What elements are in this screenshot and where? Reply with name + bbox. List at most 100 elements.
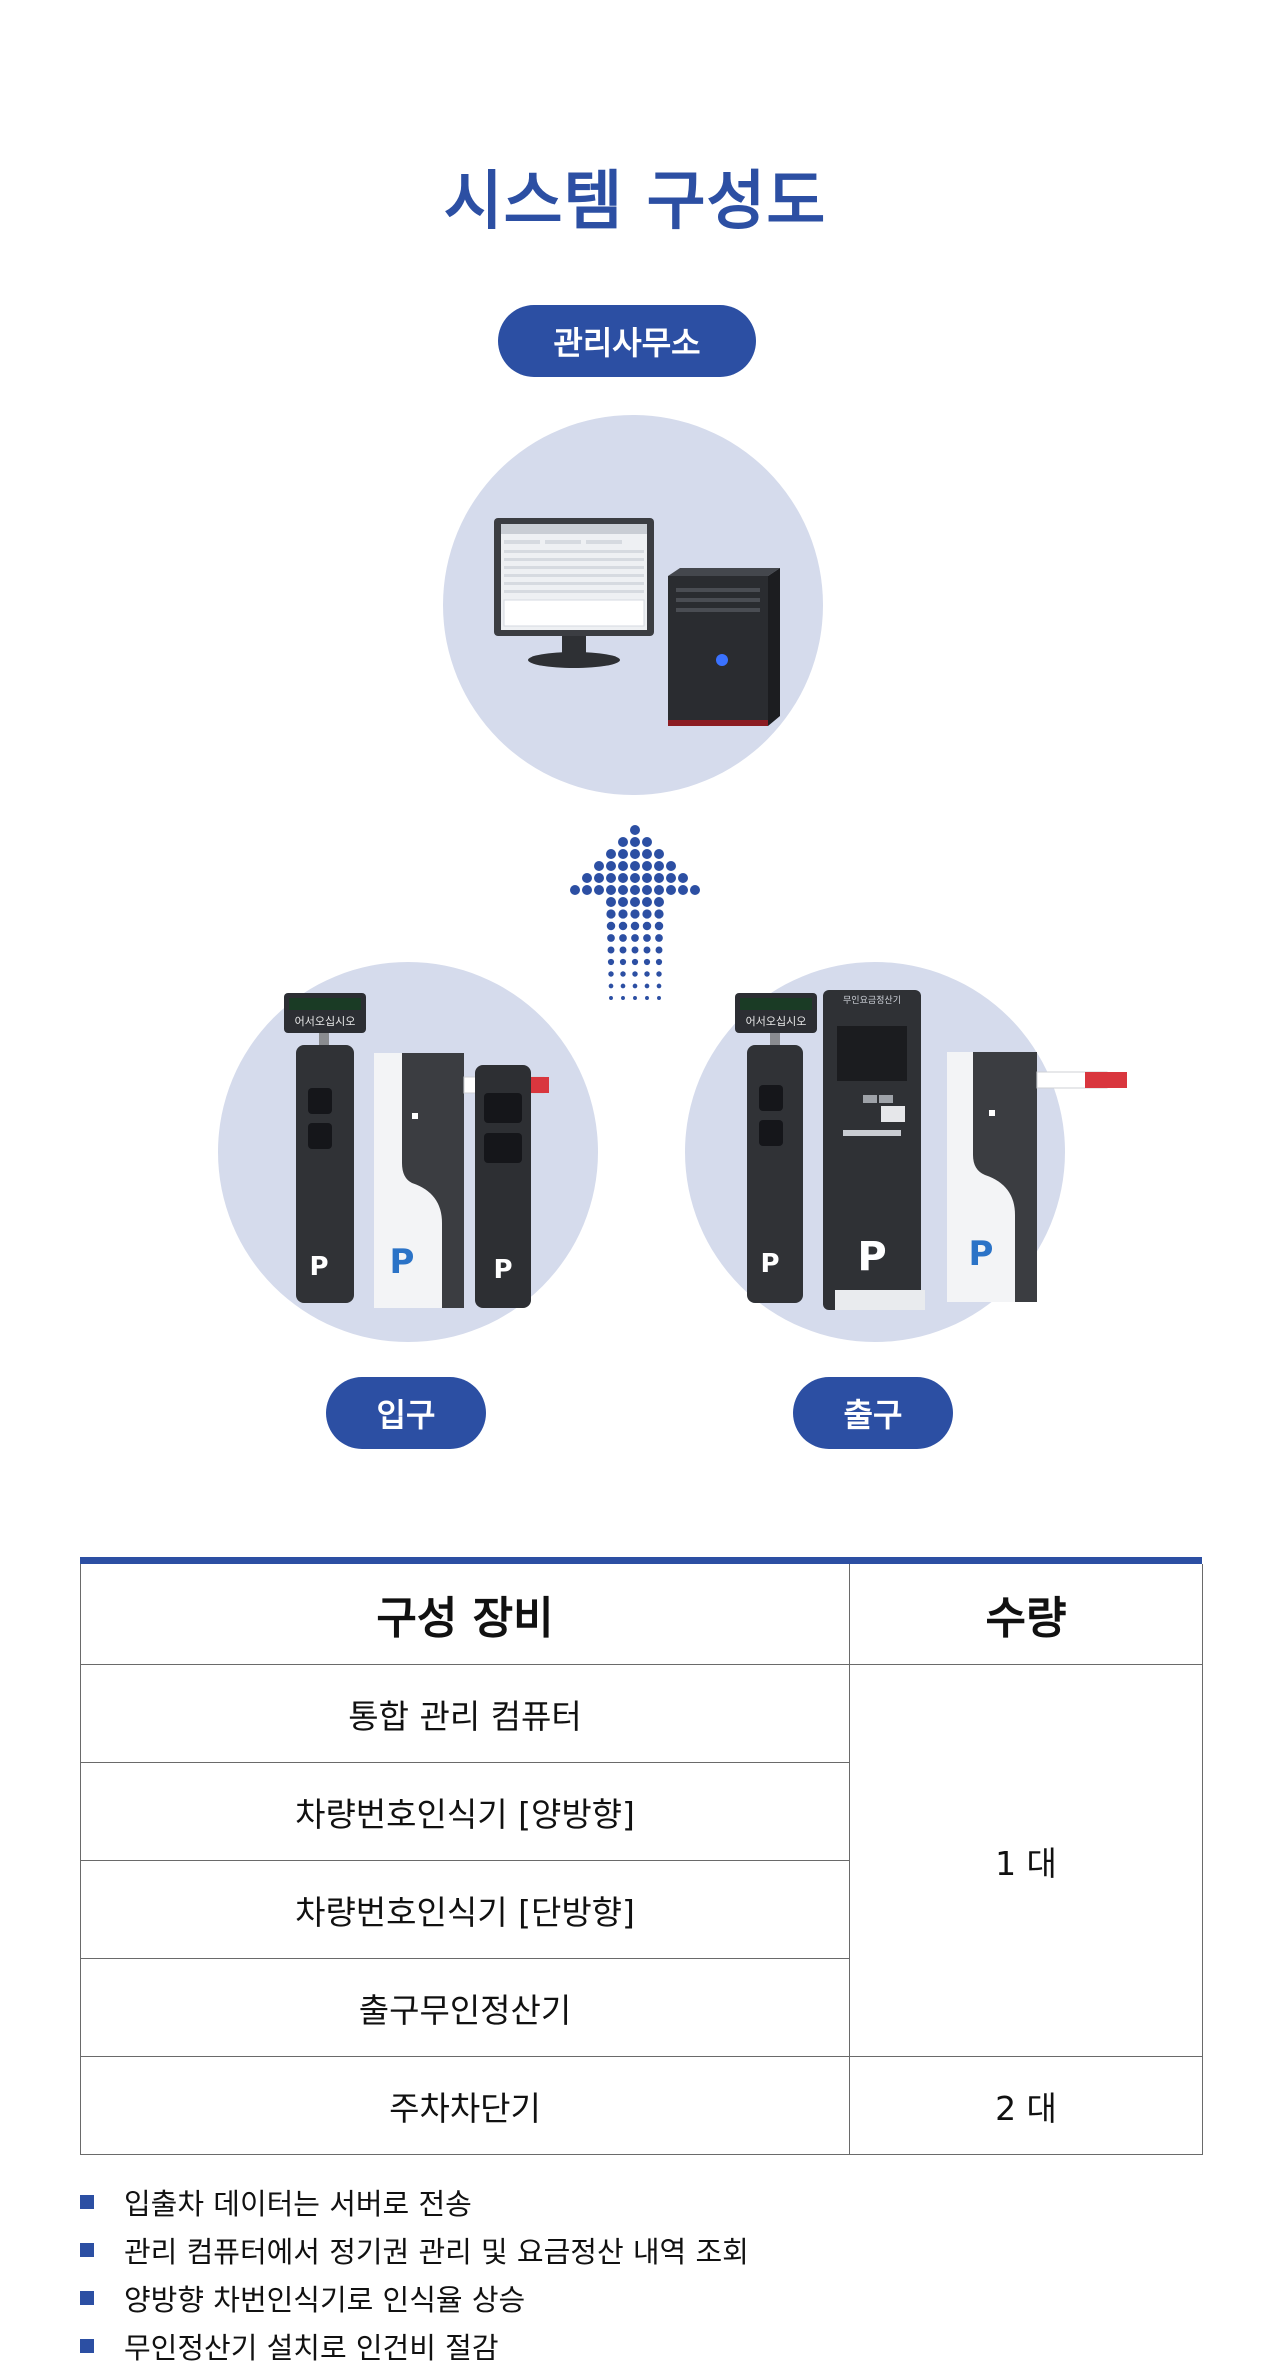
arrow-dot [606,921,616,931]
note-text: 관리 컴퓨터에서 정기권 관리 및 요금정산 내역 조회 [124,2235,749,2269]
equipment-cell: 차량번호인식기 [단방향] [80,1860,850,1959]
arrow-dot [594,861,604,871]
arrow-dot [582,873,592,883]
entrance-equipment-illustration: 어서오십시오 P P P [284,993,549,1308]
arrow-dot [643,934,651,942]
arrow-dot [630,849,640,859]
arrow-dot [606,861,616,871]
arrow-dot [654,849,664,859]
kiosk-header-text: 무인요금정산기 [843,995,901,1006]
arrow-dot [654,909,664,919]
arrow-dot [570,885,580,895]
note-text: 입출차 데이터는 서버로 전송 [124,2187,472,2221]
svg-text:P: P [493,1255,512,1285]
arrow-dot [630,909,640,919]
arrow-dot [618,873,628,883]
quantity-cell: 2 대 [849,2056,1203,2155]
arrow-dot [594,885,604,895]
arrow-dot [654,873,664,883]
note-item: 관리 컴퓨터에서 정기권 관리 및 요금정산 내역 조회 [80,2226,1190,2274]
arrow-dot [630,885,640,895]
arrow-dot [642,921,652,931]
header-equipment: 구성 장비 [80,1564,850,1665]
arrow-dot [630,861,640,871]
table-row: 통합 관리 컴퓨터 1 대 [80,1664,1203,2057]
arrow-dot [606,849,616,859]
arrow-dot [618,885,628,895]
page-title: 시스템 구성도 [443,165,827,239]
arrow-dot [632,983,638,989]
arrow-dot [642,909,652,919]
arrow-dot [618,909,628,919]
arrow-dot [607,958,615,966]
arrow-dot [621,996,625,1000]
arrow-dot [690,885,700,895]
svg-text:P: P [309,1252,328,1282]
table-row: 출구무인정산기 [80,1958,1203,2057]
arrow-dot [666,861,676,871]
arrow-dot [642,897,652,907]
arrow-dot [655,958,663,966]
arrow-dot [618,897,628,907]
arrow-dot [620,971,626,977]
feature-notes: 입출차 데이터는 서버로 전송 관리 컴퓨터에서 정기권 관리 및 요금정산 내… [80,2178,1190,2370]
arrow-dot [633,996,637,1000]
arrow-dot [678,873,688,883]
entrance-label: 입구 [326,1377,486,1449]
lpr-display-text: 어서오십시오 [295,1015,356,1028]
arrow-dot [643,946,651,954]
arrow-dot [645,996,649,1000]
note-item: 무인정산기 설치로 인건비 절감 [80,2322,1190,2370]
arrow-dot [606,885,616,895]
svg-text:P: P [969,1234,994,1274]
arrow-dot [642,885,652,895]
exit-label: 출구 [793,1377,953,1449]
square-bullet-icon [80,2291,94,2305]
arrow-dot [654,885,664,895]
exit-equipment-illustration: 어서오십시오 P 무인요금정산기 P P [735,990,1127,1310]
arrow-dot [618,837,628,847]
note-item: 양방향 차번인식기로 인식율 상승 [80,2274,1190,2322]
note-item: 입출차 데이터는 서버로 전송 [80,2178,1190,2226]
svg-text:P: P [390,1242,415,1282]
arrow-dot [642,849,652,859]
arrow-dot [644,983,650,989]
arrow-dot [630,897,640,907]
monitor-stand [528,652,620,668]
arrow-dot [594,873,604,883]
arrow-dot [654,861,664,871]
arrow-dot [655,934,663,942]
arrow-dot [618,921,628,931]
management-computer-illustration [494,518,780,726]
equipment-cell: 차량번호인식기 [양방향] [80,1762,850,1861]
arrow-dot [632,971,638,977]
arrow-dot [630,873,640,883]
arrow-dot [619,946,627,954]
office-label: 관리사무소 [498,305,756,377]
arrow-dot [606,909,616,919]
table-row: 주차차단기 2 대 [80,2056,1203,2155]
arrow-dot [618,849,628,859]
table-row: 차량번호인식기 [양방향] [80,1762,1203,1861]
arrow-dot [643,958,651,966]
square-bullet-icon [80,2195,94,2209]
svg-text:P: P [857,1234,886,1280]
table-header-row: 구성 장비 수량 [80,1564,1203,1665]
data-flow-up-arrow [570,825,700,1000]
equipment-cell: 통합 관리 컴퓨터 [80,1664,850,1763]
arrow-dot [644,971,650,977]
arrow-dot [608,983,614,989]
arrow-dot [654,897,664,907]
arrow-dot [678,885,688,895]
arrow-dot [642,861,652,871]
arrow-dot [619,934,627,942]
arrow-dot [666,873,676,883]
svg-text:P: P [760,1249,779,1279]
arrow-dot [606,897,616,907]
arrow-dot [642,837,652,847]
arrow-dot [630,837,640,847]
arrow-dot [582,885,592,895]
arrow-dot [619,958,627,966]
table-top-accent [80,1557,1202,1564]
header-quantity: 수량 [849,1564,1203,1665]
